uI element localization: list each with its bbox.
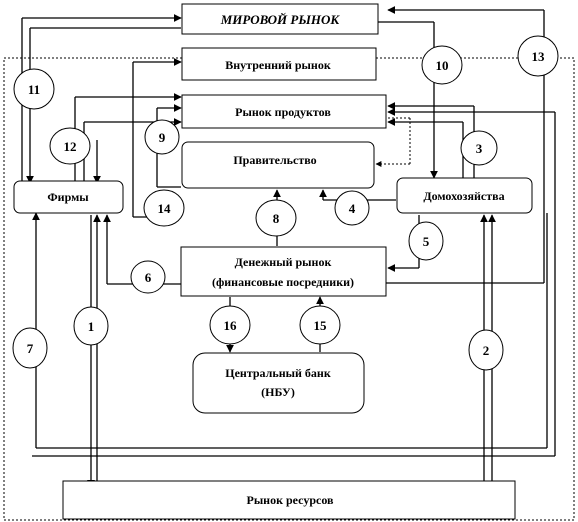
svg-text:Внутренний рынок: Внутренний рынок — [225, 58, 331, 72]
flow-marker-8: 8 — [255, 199, 297, 237]
svg-text:7: 7 — [27, 341, 34, 356]
svg-text:Домохозяйства: Домохозяйства — [423, 189, 504, 203]
svg-text:13: 13 — [532, 49, 546, 64]
flow-marker-5: 5 — [408, 221, 444, 261]
households-box: Домохозяйства — [396, 177, 533, 214]
svg-text:Рынок продуктов: Рынок продуктов — [235, 105, 331, 119]
svg-text:Центральный банк: Центральный банк — [225, 366, 331, 380]
flow-marker-10: 10 — [421, 45, 463, 85]
svg-text:9: 9 — [159, 130, 166, 145]
product-market-box: Рынок продуктов — [181, 94, 387, 129]
flow-markers: 1 2 3 4 5 6 7 8 9 10 11 12 13 14 15 16 — [12, 35, 559, 371]
svg-text:2: 2 — [483, 343, 490, 358]
flow-marker-9: 9 — [144, 119, 180, 155]
svg-text:4: 4 — [349, 201, 356, 216]
svg-text:(финансовые посредники): (финансовые посредники) — [212, 275, 354, 289]
svg-text:11: 11 — [28, 82, 40, 97]
firms-box: Фирмы — [13, 180, 124, 214]
flow-marker-16: 16 — [209, 305, 251, 345]
svg-text:6: 6 — [145, 270, 152, 285]
money-market-box: Денежный рынок (финансовые посредники) — [180, 246, 387, 297]
flow-marker-11: 11 — [13, 68, 55, 110]
flow-marker-4: 4 — [334, 190, 370, 226]
central-bank-box: Центральный банк (НБУ) — [192, 352, 365, 414]
flow-marker-12: 12 — [49, 127, 91, 165]
flow-marker-3: 3 — [460, 130, 498, 166]
svg-text:3: 3 — [476, 141, 483, 156]
flow-marker-2: 2 — [468, 329, 504, 371]
flow-marker-15: 15 — [299, 305, 341, 345]
svg-text:15: 15 — [314, 318, 328, 333]
svg-text:Фирмы: Фирмы — [47, 190, 89, 204]
svg-text:1: 1 — [88, 319, 95, 334]
svg-text:10: 10 — [436, 58, 449, 73]
flow-marker-7: 7 — [12, 327, 48, 369]
svg-text:12: 12 — [64, 139, 77, 154]
svg-text:Денежный рынок: Денежный рынок — [235, 255, 332, 269]
resource-market-box: Рынок ресурсов — [62, 480, 516, 520]
domestic-market-box: Внутренний рынок — [181, 47, 377, 81]
svg-text:16: 16 — [224, 318, 238, 333]
flow-marker-6: 6 — [130, 260, 166, 294]
government-box: Правительство — [181, 141, 375, 189]
svg-text:Правительство: Правительство — [233, 153, 316, 167]
svg-text:5: 5 — [423, 234, 430, 249]
svg-text:Рынок ресурсов: Рынок ресурсов — [246, 493, 334, 507]
flow-marker-13: 13 — [517, 35, 559, 77]
flow-marker-1: 1 — [73, 306, 109, 346]
flow-marker-14: 14 — [143, 189, 185, 227]
svg-text:(НБУ): (НБУ) — [261, 385, 295, 399]
svg-text:8: 8 — [273, 211, 280, 226]
world-market-box: МИРОВОЙ РЫНОК — [181, 3, 379, 35]
svg-text:14: 14 — [158, 201, 172, 216]
svg-text:МИРОВОЙ РЫНОК: МИРОВОЙ РЫНОК — [220, 12, 341, 27]
